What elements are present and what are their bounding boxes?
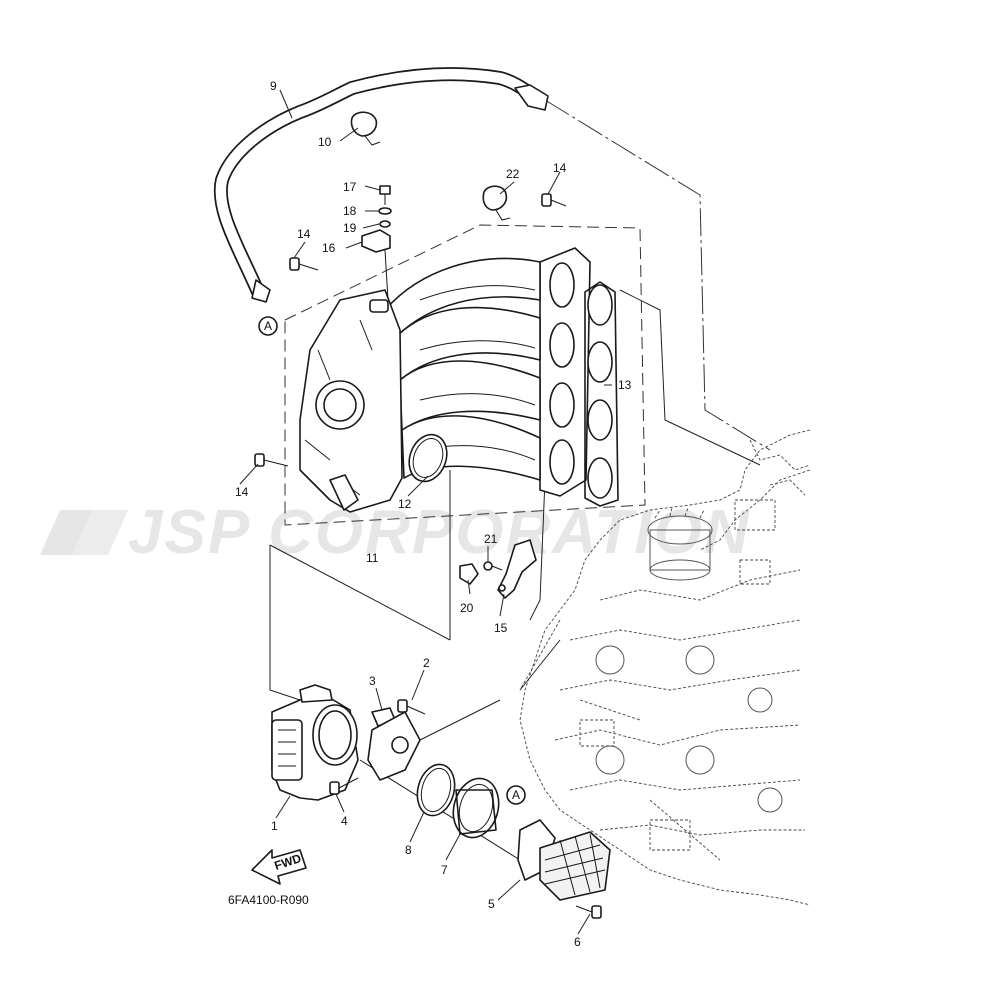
diagram-code: 6FA4100-R090 — [228, 893, 309, 907]
callout-10: 10 — [318, 135, 332, 149]
o-ring-12 — [408, 433, 448, 483]
bolt-4 — [329, 777, 359, 795]
ref-marker-a-upper-label: A — [264, 319, 272, 333]
callout-labels: 9 10 17 18 19 16 14 14 22 14 12 13 11 21… — [235, 79, 632, 949]
callout-13: 13 — [618, 378, 632, 392]
callout-17: 18 — [343, 204, 357, 218]
hose-clamp-22 — [482, 185, 511, 221]
bolt-6 — [575, 905, 602, 919]
callout-1: 1 — [271, 819, 278, 833]
callout-leaders — [239, 89, 612, 935]
engine-block — [519, 429, 811, 906]
intake-joint-7 — [452, 777, 500, 839]
o-ring-8 — [416, 763, 456, 817]
callout-8: 8 — [405, 843, 412, 857]
callout-7: 7 — [441, 863, 448, 877]
bolt-20 — [483, 561, 503, 571]
ref-marker-a-lower[interactable]: A — [506, 785, 526, 805]
throttle-body — [271, 684, 359, 801]
callout-14-top: 14 — [553, 161, 567, 175]
ref-marker-a-upper[interactable]: A — [258, 316, 278, 336]
intake-manifold — [299, 247, 591, 513]
fwd-arrow: FWD — [251, 849, 307, 885]
callout-14-lower: 14 — [235, 485, 249, 499]
callout-21: 20 — [460, 601, 474, 615]
bolt-14-top — [541, 193, 567, 207]
intake-gasket-13 — [584, 281, 619, 507]
callout-2: 2 — [423, 656, 430, 670]
intake-silencer-5 — [517, 819, 611, 901]
bracket-3 — [367, 707, 421, 781]
clip-21 — [459, 563, 479, 585]
callout-5: 5 — [488, 897, 495, 911]
callout-15: 16 — [322, 241, 336, 255]
callout-9: 9 — [270, 79, 277, 93]
bracket-19 — [497, 539, 537, 599]
bolt-2 — [397, 699, 426, 715]
bolt-14-left — [289, 257, 319, 271]
callout-6: 6 — [574, 935, 581, 949]
callout-19: 15 — [494, 621, 508, 635]
callout-16: 17 — [343, 180, 357, 194]
breather-hose — [213, 67, 549, 303]
callout-22: 22 — [506, 167, 520, 181]
callout-14-left: 14 — [297, 227, 311, 241]
reference-lines — [269, 99, 771, 861]
callout-4: 4 — [341, 814, 348, 828]
callout-11: 11 — [366, 551, 379, 565]
sensor-hardware — [361, 185, 393, 307]
callout-20: 21 — [484, 532, 498, 546]
callout-18: 19 — [343, 221, 357, 235]
bolt-14-lower — [254, 453, 289, 467]
ref-marker-a-lower-label: A — [512, 788, 520, 802]
hose-clamp-10 — [350, 111, 381, 146]
watermark: JSP CORPORATION — [40, 498, 751, 567]
intake-assembly-boundary — [284, 224, 646, 526]
watermark-text: JSP CORPORATION — [128, 498, 751, 567]
callout-3: 3 — [369, 674, 376, 688]
callout-12: 12 — [398, 497, 412, 511]
